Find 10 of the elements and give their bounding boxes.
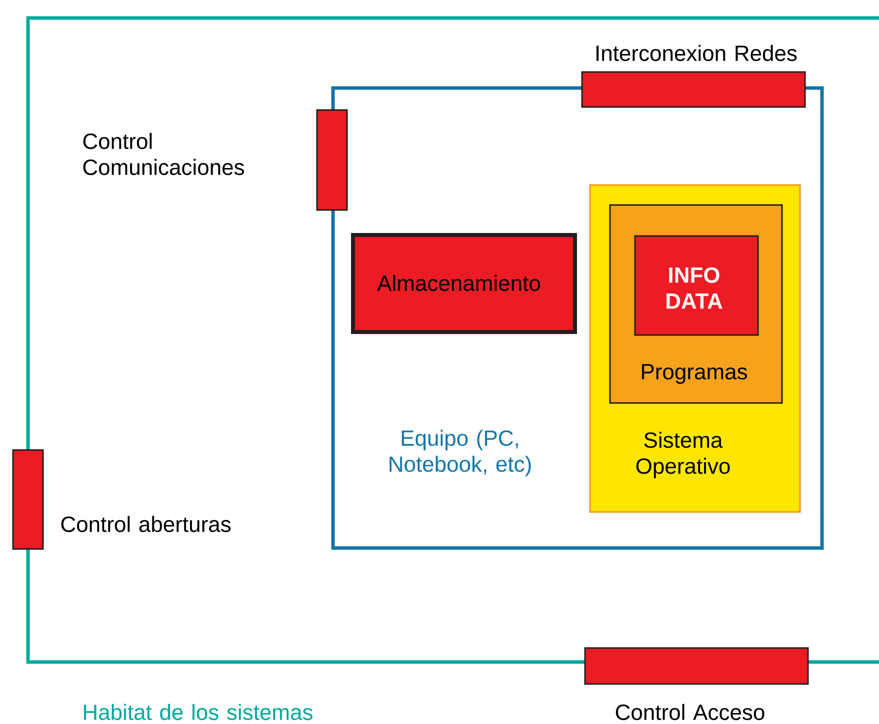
box-label: Almacenamiento: [377, 274, 540, 292]
box-label: INFO DATA: [666, 267, 722, 309]
box-label: Sistema Operativo: [636, 432, 730, 478]
bar-label: Control Acceso: [616, 704, 764, 720]
frame-heading: Habitat de los sistemas: [84, 704, 312, 720]
box-label: Equipo (PC, Notebook, etc): [390, 430, 531, 476]
bar-label: Interconexion Redes: [596, 44, 797, 62]
bar-label: Control Comunicaciones: [83, 132, 244, 176]
box-label: Programas: [642, 364, 747, 384]
bar-label: Control aberturas: [61, 516, 231, 532]
